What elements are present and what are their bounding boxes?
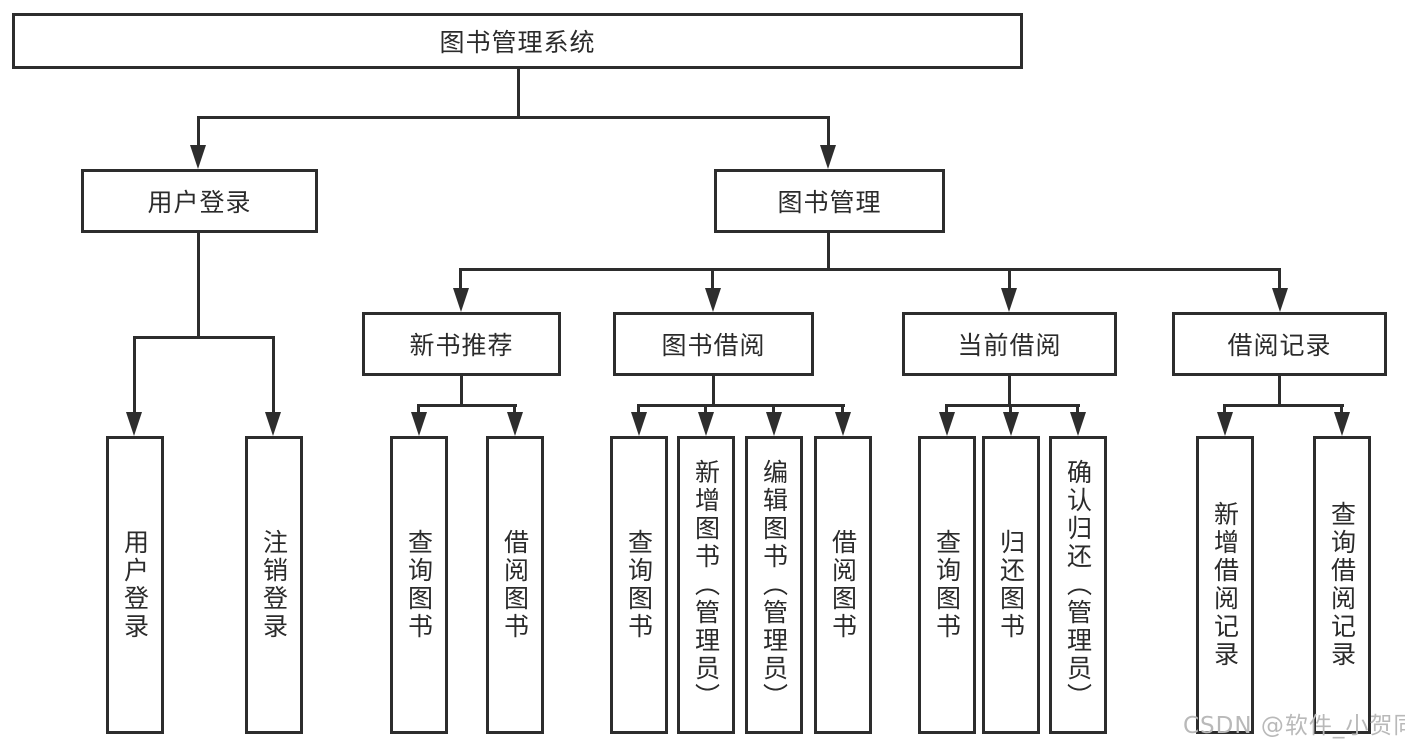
connector-login-branch-stem [197,233,200,337]
connector-login-branch-split [133,336,275,339]
arrowhead-down-icon [820,145,836,169]
leaf-query-books: 查询图书 [918,436,976,734]
arrowhead-down-icon [1070,412,1086,436]
leaf-return-books: 归还图书 [982,436,1040,734]
arrowhead-down-icon [939,412,955,436]
connector-section-stem [459,270,462,290]
connector-s4-split [1223,404,1344,407]
connector-mgmt-branch-split [459,268,1281,271]
node-borrowing-records: 借阅记录 [1172,312,1387,376]
connector-root-stem [517,69,520,118]
connector-leaf-stem [513,405,516,415]
leaf-confirm-return-admin: 确认归还（管理员） [1049,436,1107,734]
leaf-query-borrow-record: 查询借阅记录 [1313,436,1371,734]
node-user-login: 用户登录 [81,169,318,233]
connector-leaf-stem [1009,405,1012,415]
connector-s2-split [637,404,845,407]
arrowhead-down-icon [265,412,281,436]
arrowhead-down-icon [1272,288,1288,312]
arrowhead-down-icon [126,412,142,436]
arrowhead-down-icon [698,412,714,436]
leaf-add-borrow-record: 新增借阅记录 [1196,436,1254,734]
connector-leaf-stem [1076,405,1079,415]
connector-login-stem [197,117,200,148]
connector-leaf-stem [133,338,136,414]
connector-leaf-stem [1340,405,1343,415]
leaf-add-books-admin: 新增图书（管理员） [677,436,735,734]
connector-leaf-stem [945,405,948,415]
arrowhead-down-icon [507,412,523,436]
node-book-borrowing: 图书借阅 [613,312,814,376]
node-book-management: 图书管理 [714,169,945,233]
connector-s3-stem [1008,376,1011,406]
arrowhead-down-icon [705,288,721,312]
connector-leaf-stem [704,405,707,415]
arrowhead-down-icon [453,288,469,312]
connector-section-stem [711,270,714,290]
arrowhead-down-icon [190,145,206,169]
arrowhead-down-icon [1334,412,1350,436]
node-current-borrowing: 当前借阅 [902,312,1117,376]
connector-s4-stem [1278,376,1281,406]
connector-leaf-stem [772,405,775,415]
connector-mgmt-stem [827,117,830,148]
arrowhead-down-icon [1217,412,1233,436]
leaf-borrow-books: 借阅图书 [486,436,544,734]
arrowhead-down-icon [1001,288,1017,312]
connector-section-stem [1278,270,1281,290]
node-new-book-recommendation: 新书推荐 [362,312,561,376]
connector-s2-stem [712,376,715,406]
csdn-watermark: CSDN @软件_小贺同学 [1183,713,1405,739]
arrowhead-down-icon [411,412,427,436]
leaf-query-books: 查询图书 [390,436,448,734]
arrowhead-down-icon [631,412,647,436]
connector-section-stem [1008,270,1011,290]
arrowhead-down-icon [1003,412,1019,436]
connector-root-split [197,116,830,119]
connector-s3-split [945,404,1080,407]
connector-leaf-stem [841,405,844,415]
node-library-management-system: 图书管理系统 [12,13,1023,69]
leaf-user-login: 用户登录 [106,436,164,734]
leaf-query-books: 查询图书 [610,436,668,734]
arrowhead-down-icon [835,412,851,436]
connector-leaf-stem [417,405,420,415]
connector-s1-split [417,404,517,407]
connector-leaf-stem [272,338,275,414]
leaf-edit-books-admin: 编辑图书（管理员） [745,436,803,734]
connector-leaf-stem [637,405,640,415]
leaf-borrow-books: 借阅图书 [814,436,872,734]
arrowhead-down-icon [766,412,782,436]
connector-s1-stem [460,376,463,406]
connector-leaf-stem [1223,405,1226,415]
connector-mgmt-branch-stem [827,233,830,270]
leaf-logout: 注销登录 [245,436,303,734]
